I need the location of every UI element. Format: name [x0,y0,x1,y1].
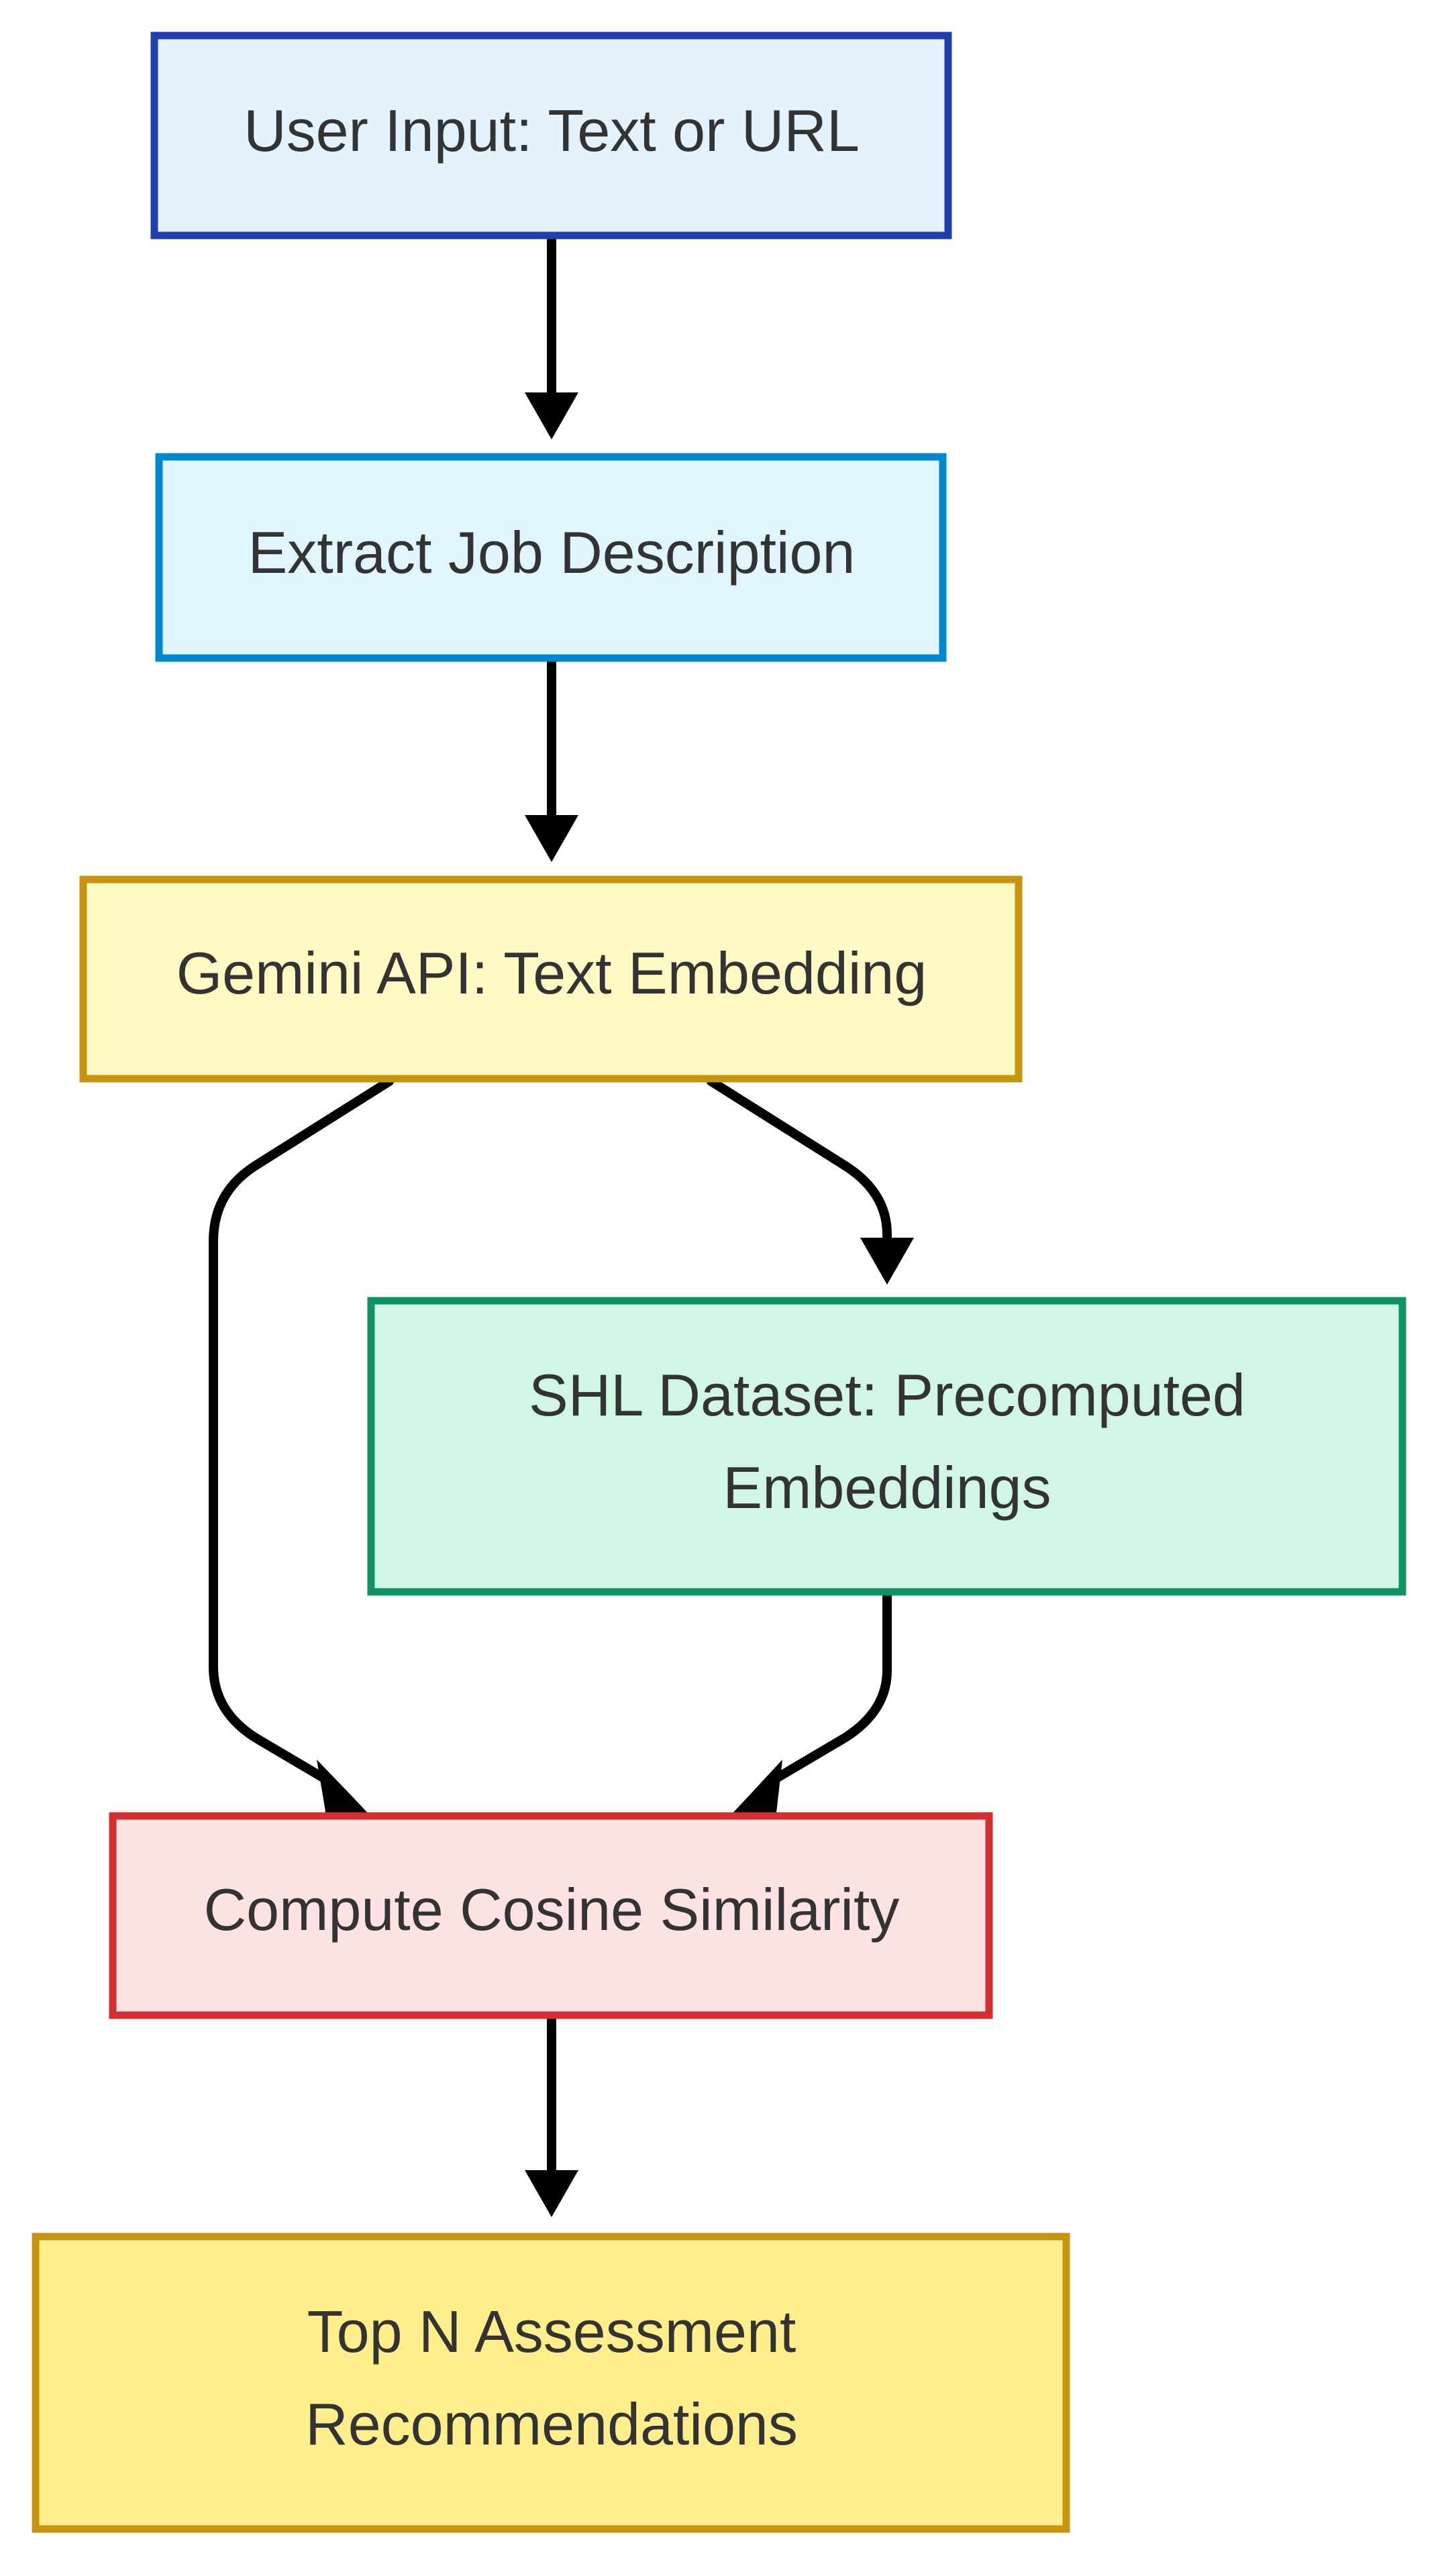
node-user-input-label: User Input: Text or URL [244,97,860,164]
node-user-input: User Input: Text or URL [150,32,952,239]
node-extract-label: Extract Job Description [248,519,856,586]
node-label-line: Extract Job Description [248,519,856,586]
node-label-line: Recommendations [305,2391,798,2457]
node-label-line: Embeddings [723,1454,1051,1521]
edge-gemini-to-cosine [209,1077,394,1818]
edges [209,233,914,2217]
node-label-line: Gemini API: Text Embedding [176,940,927,1006]
edge-user-input-to-extract [525,233,578,439]
node-compute-cosine-similarity: Compute Cosine Similarity [109,1812,993,2019]
node-label-line: Compute Cosine Similarity [204,1876,900,1943]
edge-extract-to-gemini [525,656,578,862]
node-label-line: User Input: Text or URL [244,97,860,164]
edge-cosine-to-top-n [525,2013,578,2217]
edge-gemini-to-shl [707,1077,914,1285]
node-cosine-label: Compute Cosine Similarity [204,1876,900,1943]
node-label-line: Top N Assessment [307,2298,796,2365]
edge-shl-to-cosine [728,1590,892,1818]
node-label-line: SHL Dataset: Precomputed [529,1362,1245,1428]
node-gemini-api: Gemini API: Text Embedding [79,875,1023,1083]
node-extract-job-description: Extract Job Description [155,453,947,662]
node-gemini-label: Gemini API: Text Embedding [176,940,927,1006]
